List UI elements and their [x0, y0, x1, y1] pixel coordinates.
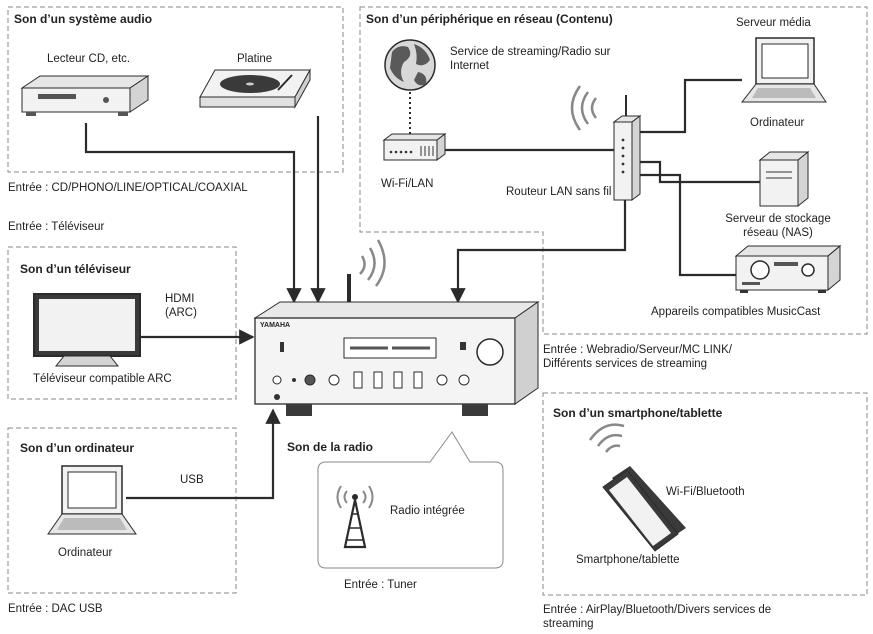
audio-input-label: Entrée : CD/PHONO/LINE/OPTICAL/COAXIAL — [8, 182, 248, 194]
radio-tower-icon — [336, 485, 374, 549]
audio-section-title: Son d’un système audio — [14, 12, 153, 26]
router-wifi-waves-icon — [570, 85, 598, 131]
nas-server-icon — [758, 150, 810, 208]
amplifier-brand-logo: YAMAHA — [260, 322, 291, 329]
pc-section-title: Son d’un ordinateur — [20, 441, 134, 455]
cd-player-label: Lecteur CD, etc. — [47, 53, 131, 65]
nas-line — [636, 160, 760, 184]
router-amp-connection-line — [450, 200, 627, 304]
network-input-label-line1: Entrée : Webradio/Serveur/MC LINK/ — [543, 344, 732, 356]
network-section-title: Son d’un périphérique en réseau (Contenu… — [366, 12, 613, 26]
turntable-icon — [199, 68, 311, 109]
cd-connection-line — [84, 123, 302, 304]
radio-input-label: Entrée : Tuner — [344, 579, 417, 591]
smartphone-icon — [602, 466, 686, 552]
router-label: Routeur LAN sans fil — [506, 186, 612, 198]
smartphone-section-title: Son d’un smartphone/tablette — [553, 406, 723, 420]
radio-section-title: Son de la radio — [287, 440, 374, 454]
audio-section-box — [7, 6, 344, 173]
musiccast-receiver-icon — [734, 244, 842, 293]
network-input-label-line2: Différents services de streaming — [543, 358, 708, 370]
pc-input-label: Entrée : DAC USB — [8, 603, 103, 615]
musiccast-line — [640, 173, 736, 277]
modem-icon — [382, 133, 447, 161]
router-icon — [612, 95, 642, 201]
nas-label-line2: réseau (NAS) — [743, 227, 813, 239]
tv-input-label: Entrée : Téléviseur — [8, 221, 105, 233]
media-server-laptop-icon — [740, 37, 827, 103]
globe-icon — [384, 39, 436, 91]
media-server-line — [636, 78, 742, 134]
pc-laptop-icon — [47, 465, 137, 535]
smartphone-section-box — [542, 392, 868, 596]
smartphone-input-label-line2: streaming — [543, 618, 594, 630]
streaming-service-label-line2: Internet — [450, 60, 489, 72]
musiccast-label: Appareils compatibles MusicCast — [651, 306, 821, 318]
amplifier-icon — [253, 239, 540, 416]
smartphone-wireless-label: Wi-Fi/Bluetooth — [666, 486, 745, 498]
network-section-box — [359, 6, 868, 335]
media-server-computer-label: Ordinateur — [750, 117, 805, 129]
usb-connection-line — [126, 408, 281, 500]
media-server-label: Serveur média — [736, 17, 811, 29]
smartphone-device-label: Smartphone/tablette — [576, 554, 680, 566]
tv-icon — [33, 293, 141, 367]
wifi-lan-label: Wi-Fi/LAN — [381, 178, 434, 190]
hdmi-label-line2: (ARC) — [165, 307, 197, 319]
tv-device-label: Téléviseur compatible ARC — [33, 373, 172, 385]
radio-builtin-label: Radio intégrée — [390, 505, 465, 517]
smartphone-input-label-line1: Entrée : AirPlay/Bluetooth/Divers servic… — [543, 604, 772, 616]
radio-bubble — [317, 431, 504, 569]
smartphone-wifi-waves-icon — [588, 423, 625, 453]
usb-label: USB — [180, 474, 204, 486]
pc-device-label: Ordinateur — [58, 547, 113, 559]
tv-section-box — [7, 246, 237, 400]
streaming-service-label-line1: Service de streaming/Radio sur — [450, 46, 611, 58]
hdmi-label-line1: HDMI — [165, 293, 195, 305]
cd-player-icon — [20, 75, 150, 116]
nas-label-line1: Serveur de stockage — [725, 213, 831, 225]
tv-section-title: Son d’un téléviseur — [20, 262, 131, 276]
pc-section-box — [7, 427, 237, 594]
turntable-label: Platine — [237, 53, 273, 65]
